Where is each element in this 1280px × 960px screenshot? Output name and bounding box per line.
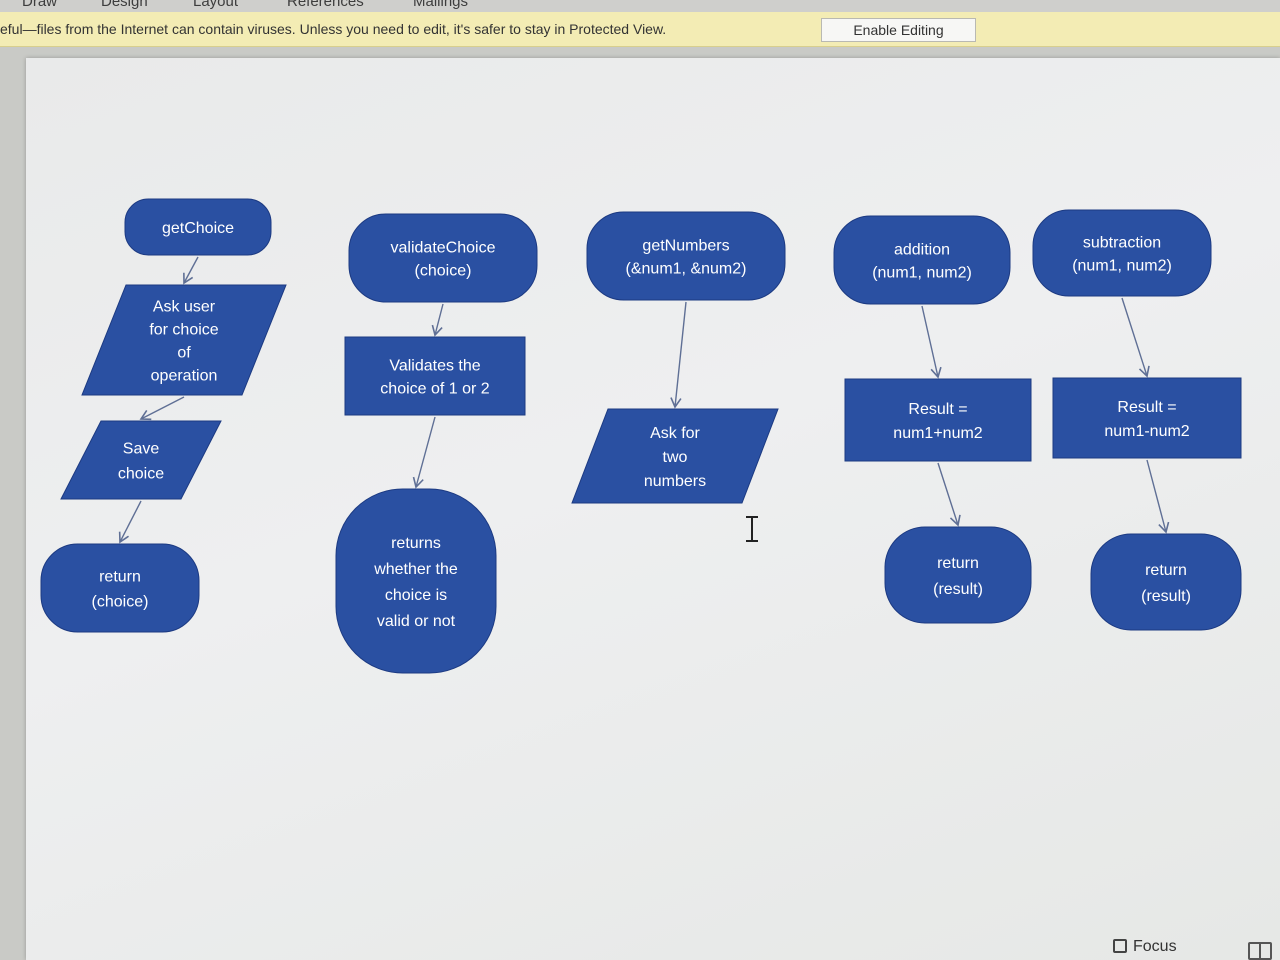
- connector-result-add-to-return-add: [937, 462, 961, 527]
- node-label-return-choice-line-1: (choice): [92, 594, 149, 611]
- node-validates[interactable]: Validates the choice of 1 or 2: [344, 336, 526, 416]
- connector-getchoice-to-ask-user: [183, 256, 199, 285]
- node-shape-save-choice: [60, 420, 222, 500]
- node-shape-addition: [833, 215, 1011, 305]
- node-label-returns-valid-line-2: choice is: [385, 587, 447, 604]
- ribbon-tab-design[interactable]: Design: [101, 0, 148, 10]
- node-label-save-choice-line-1: choice: [118, 466, 164, 483]
- node-label-return-sub-line-0: return: [1145, 562, 1187, 579]
- node-subtraction[interactable]: subtraction (num1, num2): [1032, 209, 1212, 297]
- ribbon-tab-draw[interactable]: Draw: [22, 0, 58, 10]
- node-shape-subtraction: [1032, 209, 1212, 297]
- node-return-choice[interactable]: return (choice): [40, 543, 200, 633]
- node-label-ask-user-line-3: operation: [151, 368, 218, 385]
- node-shape-getnumbers: [586, 211, 786, 301]
- node-label-ask-user-line-1: for choice: [149, 322, 218, 339]
- node-result-add[interactable]: Result = num1+num2: [844, 378, 1032, 462]
- node-label-validates-line-1: choice of 1 or 2: [380, 381, 490, 398]
- node-shape-return-choice: [40, 543, 200, 633]
- connector-ask-user-to-save-choice: [139, 396, 185, 421]
- node-validatechoice[interactable]: validateChoice (choice): [348, 213, 538, 303]
- connector-addition-to-result-add: [921, 305, 942, 379]
- enable-editing-button[interactable]: Enable Editing: [821, 18, 976, 42]
- node-label-returns-valid-line-3: valid or not: [377, 613, 456, 630]
- connector-validates-to-returns-valid: [412, 416, 436, 489]
- connector-layer: [118, 256, 1170, 544]
- node-label-ask-numbers-line-1: two: [663, 449, 688, 466]
- node-returns-valid[interactable]: returns whether the choice is valid or not: [335, 488, 497, 674]
- focus-label: Focus: [1133, 938, 1177, 955]
- node-label-getnumbers-line-1: (&num1, &num2): [626, 261, 747, 278]
- node-shape-ask-user: [81, 284, 287, 396]
- node-label-ask-numbers-line-0: Ask for: [650, 425, 700, 442]
- protected-view-message: eful—files from the Internet can contain…: [0, 21, 667, 37]
- node-shape-return-sub: [1090, 533, 1242, 631]
- node-label-ask-user-line-2: of: [177, 345, 191, 362]
- node-save-choice[interactable]: Save choice: [60, 420, 222, 500]
- node-label-return-add-line-1: (result): [933, 581, 983, 598]
- ribbon-tab-layout[interactable]: Layout: [193, 0, 239, 10]
- node-shape-result-sub: [1052, 377, 1242, 459]
- node-label-validatechoice-line-1: (choice): [415, 263, 472, 280]
- node-label-returns-valid-line-0: returns: [391, 535, 441, 552]
- connector-validatechoice-to-validates: [431, 303, 444, 337]
- ribbon-tab-mailings[interactable]: Mailings: [413, 0, 469, 10]
- node-shape-returns-valid: [335, 488, 497, 674]
- node-label-result-sub-line-0: Result =: [1117, 399, 1176, 416]
- node-label-save-choice-line-0: Save: [123, 441, 160, 458]
- node-shape-return-add: [884, 526, 1032, 624]
- node-label-addition-line-0: addition: [894, 242, 950, 259]
- node-getnumbers[interactable]: getNumbers (&num1, &num2): [586, 211, 786, 301]
- node-shape-validatechoice: [348, 213, 538, 303]
- node-shape-result-add: [844, 378, 1032, 462]
- node-label-return-add-line-0: return: [937, 555, 979, 572]
- connector-result-sub-to-return-sub: [1146, 459, 1170, 534]
- node-label-getnumbers-line-0: getNumbers: [642, 238, 729, 255]
- ribbon-tab-references[interactable]: References: [287, 0, 364, 10]
- node-getchoice[interactable]: getChoice: [124, 198, 272, 256]
- focus-button[interactable]: Focus: [1113, 938, 1177, 960]
- node-addition[interactable]: addition (num1, num2): [833, 215, 1011, 305]
- node-label-return-choice-line-0: return: [99, 569, 141, 586]
- node-result-sub[interactable]: Result = num1-num2: [1052, 377, 1242, 459]
- focus-icon: [1113, 939, 1127, 953]
- node-label-validates-line-0: Validates the: [389, 358, 480, 375]
- node-label-result-add-line-0: Result =: [908, 401, 967, 418]
- connector-getnumbers-to-ask-numbers: [670, 301, 687, 409]
- node-shape-getchoice: [124, 198, 272, 256]
- text-cursor-icon: [746, 516, 758, 542]
- protected-view-bar: eful—files from the Internet can contain…: [0, 12, 1280, 47]
- connector-save-choice-to-return-choice: [118, 500, 142, 544]
- ribbon-tab-strip: Draw Design Layout References Mailings: [0, 0, 1280, 12]
- node-shape-ask-numbers: [571, 408, 779, 504]
- node-return-add[interactable]: return (result): [884, 526, 1032, 624]
- node-label-addition-line-1: (num1, num2): [872, 265, 972, 282]
- node-label-return-sub-line-1: (result): [1141, 588, 1191, 605]
- node-label-subtraction-line-1: (num1, num2): [1072, 258, 1172, 275]
- node-label-validatechoice-line-0: validateChoice: [391, 240, 496, 257]
- node-ask-numbers[interactable]: Ask for two numbers: [571, 408, 779, 504]
- status-bar: Focus: [0, 932, 1280, 960]
- connector-subtraction-to-result-sub: [1121, 297, 1150, 378]
- read-mode-icon[interactable]: [1248, 942, 1272, 960]
- node-label-getchoice-line-0: getChoice: [162, 220, 234, 237]
- node-label-subtraction-line-0: subtraction: [1083, 235, 1161, 252]
- node-label-returns-valid-line-1: whether the: [373, 561, 458, 578]
- node-label-result-add-line-1: num1+num2: [893, 425, 982, 442]
- node-label-result-sub-line-1: num1-num2: [1104, 423, 1189, 440]
- node-shape-validates: [344, 336, 526, 416]
- node-return-sub[interactable]: return (result): [1090, 533, 1242, 631]
- node-ask-user[interactable]: Ask user for choice of operation: [81, 284, 287, 396]
- node-label-ask-numbers-line-2: numbers: [644, 473, 706, 490]
- node-label-ask-user-line-0: Ask user: [153, 299, 216, 316]
